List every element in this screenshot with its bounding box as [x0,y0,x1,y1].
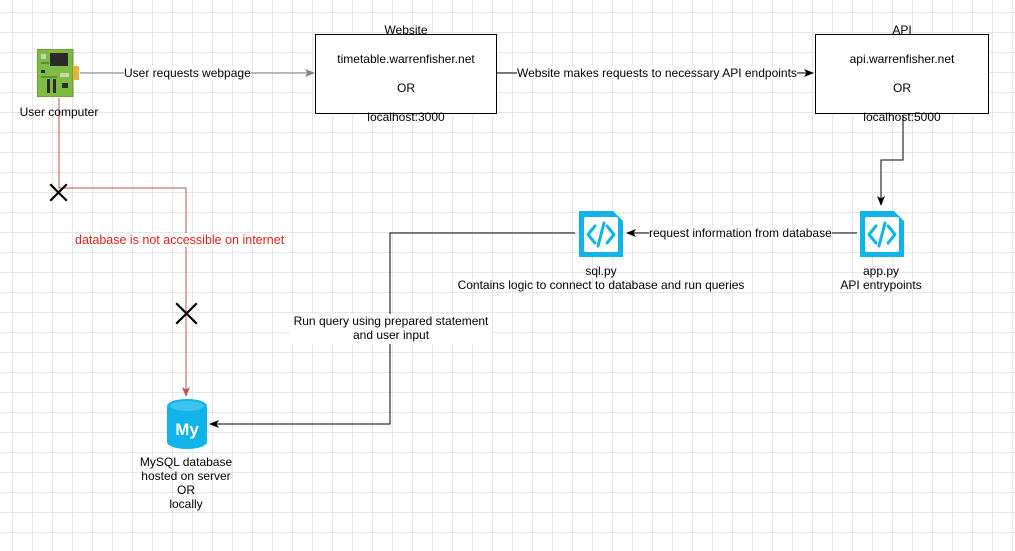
edge-label-run-query: Run query using prepared statement and u… [291,314,491,344]
edge-label-db-not-accessible: database is not accessible on internet [75,233,285,247]
edge-label-request-info: request information from database [649,226,832,240]
user-computer-label: User computer [19,105,99,119]
code-file-icon [579,211,623,257]
mysql-database-icon: My [167,399,207,449]
api-box[interactable]: API api.warrenfisher.net OR localhost:50… [815,23,989,124]
api-or: OR [892,81,911,96]
api-domain: api.warrenfisher.net [849,52,955,67]
edge-blocked-user-to-mysql [58,98,190,397]
blocked-x-mark-upper [49,183,68,202]
website-or: OR [397,81,415,96]
code-file-icon [860,211,904,257]
api-title: API [892,23,912,38]
edge-label-user-requests: User requests webpage [124,66,251,80]
sql-py-label: sql.py Contains logic to connect to data… [457,264,745,292]
api-localhost: localhost:5000 [863,110,941,125]
mysql-label: MySQL database hosted on server OR local… [139,455,233,511]
edge-label-website-requests-api: Website makes requests to necessary API … [517,66,797,80]
website-box[interactable]: Website timetable.warrenfisher.net OR lo… [315,23,497,124]
svg-text:My: My [175,420,199,439]
website-domain: timetable.warrenfisher.net [337,52,475,67]
app-py-label: app.py API entrypoints [840,264,922,292]
website-localhost: localhost:3000 [367,110,445,125]
blocked-x-mark-lower [175,302,198,325]
circuit-board-icon [37,49,79,97]
edge-api-to-app [877,115,904,206]
website-title: Website [384,23,428,38]
